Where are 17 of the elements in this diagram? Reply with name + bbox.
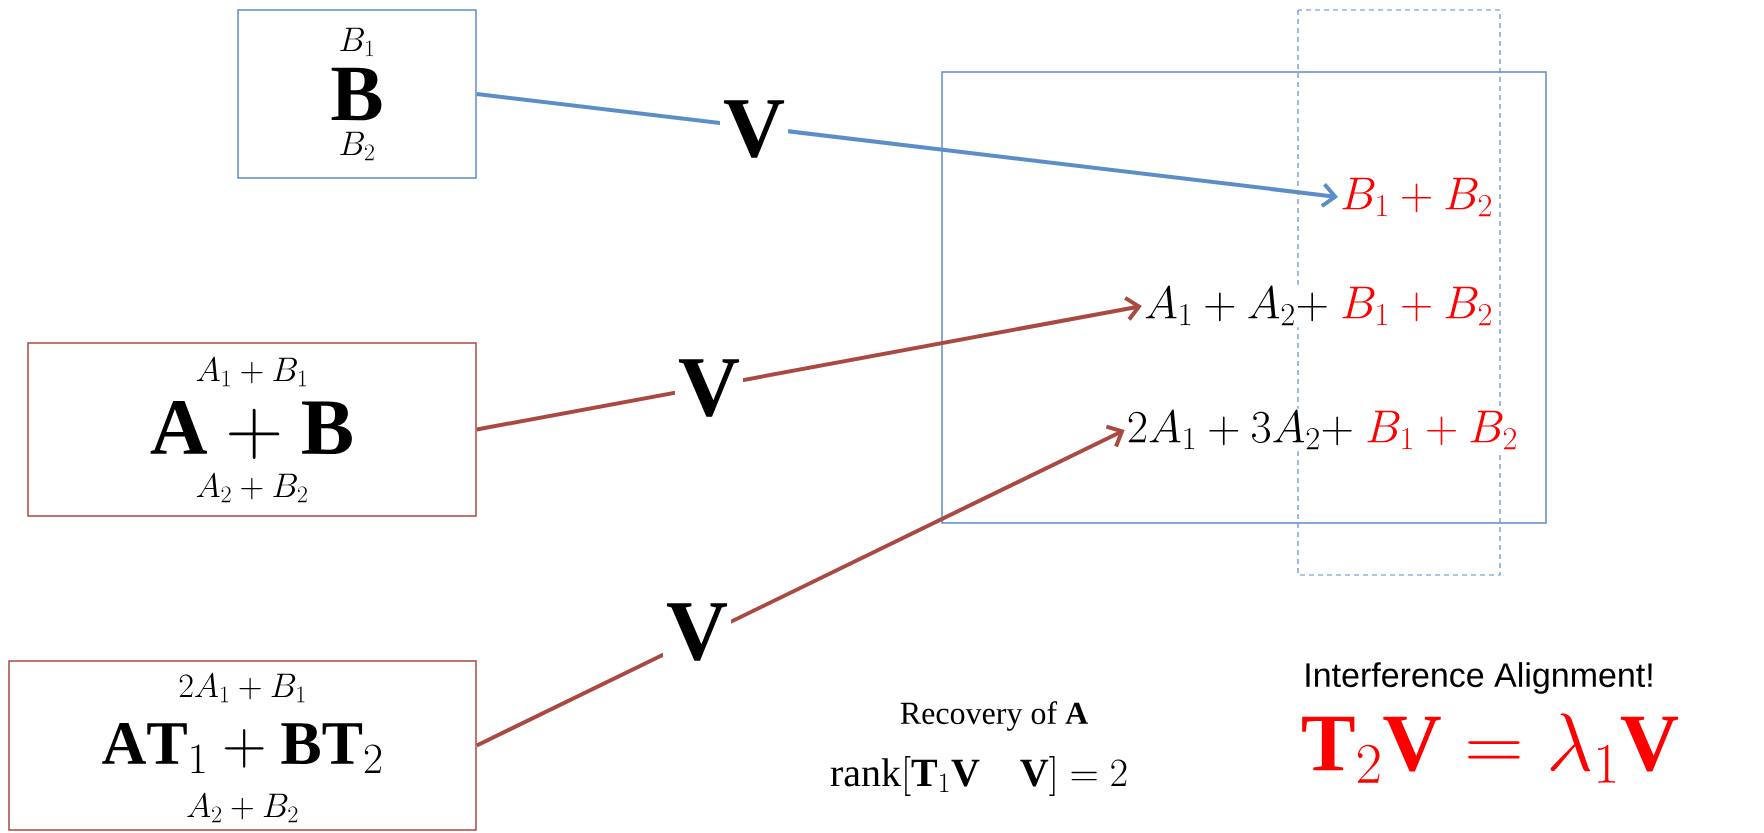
formula: $\mathrm{rank}[\mathbf{T}_1\mathbf{V} \quad \mathbf{V}] = 2$	[830, 756, 1127, 796]
formula-row: $2A_1 + 3A_2 +$ $B_1 + B_2$	[1124, 408, 1520, 452]
formula: $\mathbf{T}_2\mathbf{V} = \lambda_1\mathbf{V}$	[1302, 713, 1679, 783]
edge-label: $\mathbf{V}$	[674, 356, 744, 420]
formula-box: $2A_1 + B_1$ $\mathbf{A}\mathbf{T}_1 + \mathbf{B}\mathbf{T}_2$ $A_2 + B_2$	[8, 660, 477, 831]
formula-row: $B_1 + B_2$	[1338, 175, 1495, 219]
arrow	[476, 92, 1339, 208]
note-text: Interference Alignment!	[1306, 662, 1652, 694]
caption-text: Recovery of A	[900, 701, 1088, 731]
arrow	[475, 424, 1125, 748]
arrow	[476, 296, 1142, 432]
formula-box: $A_1 + B_1$ $\mathbf{A} + \mathbf{B}$ $A_2 + B_2$	[27, 342, 477, 517]
matrix-box	[941, 71, 1547, 524]
edge-label: $\mathbf{V}$	[719, 97, 789, 161]
edge-label: $\mathbf{V}$	[662, 600, 732, 664]
formula-box: $B_1$ $\mathbf{B}$ $B_2$	[237, 9, 477, 179]
formula-row: $A_1 + A_2 +$ $B_1 + B_2$	[1142, 284, 1495, 328]
